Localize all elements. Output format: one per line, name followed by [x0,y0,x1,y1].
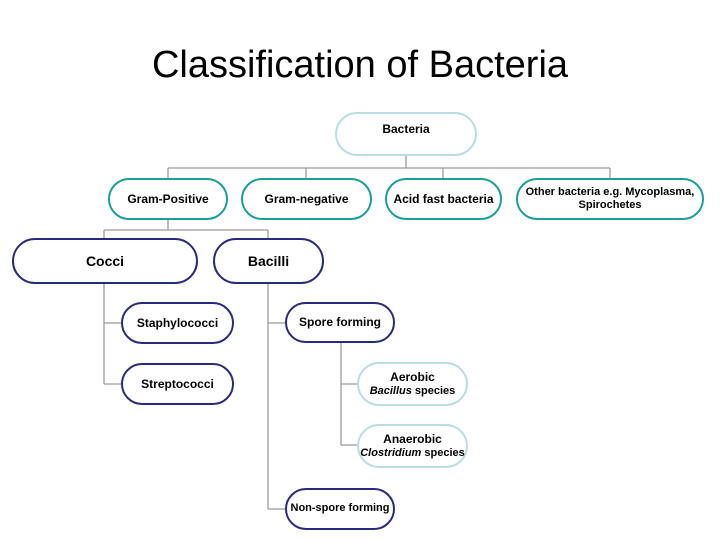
aerobic-suffix: species [411,384,456,397]
gram-positive-node: Gram-Positive [108,178,228,220]
bacteria-node: Bacteria [335,112,477,156]
non-spore-forming-node: Non-spore forming [285,488,395,530]
anaerobic-title: Anaerobic [383,432,442,447]
cocci-label: Cocci [85,252,125,269]
gram-positive-label: Gram-Positive [127,191,209,206]
spore-forming-node: Spore forming [285,302,395,343]
acid-fast-label: Acid fast bacteria [393,191,494,206]
bacilli-node: Bacilli [213,238,324,284]
spore-forming-label: Spore forming [298,315,381,330]
streptococci-label: Streptococci [141,376,214,391]
other-bacteria-node: Other bacteria e.g. Mycoplasma, Spiroche… [516,178,704,220]
gram-negative-node: Gram-negative [241,178,372,220]
cocci-node: Cocci [12,238,198,284]
other-bacteria-label-line2: Spirochetes [578,199,642,211]
aerobic-genus: Bacillus [369,384,412,397]
anaerobic-subtitle: Clostridium species [360,447,465,460]
anaerobic-genus: Clostridium [360,446,422,459]
non-spore-forming-label: Non-spore forming [290,502,390,515]
staphylococci-label: Staphylococci [136,315,219,330]
anaerobic-suffix: species [421,446,465,459]
staphylococci-node: Staphylococci [121,302,234,344]
gram-negative-label: Gram-negative [264,191,349,206]
aerobic-node: Aerobic Bacillus species [357,362,468,406]
page-title: Classification of Bacteria [151,44,569,86]
aerobic-title: Aerobic [390,370,435,385]
acid-fast-node: Acid fast bacteria [385,178,502,220]
other-bacteria-label-line1: Other bacteria e.g. Mycoplasma, [525,185,695,198]
anaerobic-node: Anaerobic Clostridium species [357,424,468,468]
bacteria-label: Bacteria [382,122,430,136]
aerobic-subtitle: Bacillus species [370,385,456,398]
bacilli-label: Bacilli [247,252,290,269]
streptococci-node: Streptococci [121,363,234,405]
